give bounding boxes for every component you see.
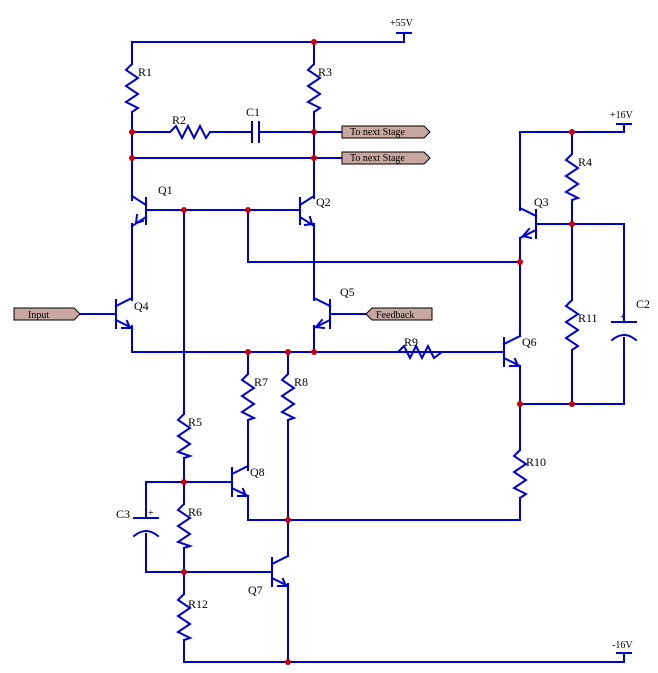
label-q7: Q7 (248, 583, 263, 597)
junctions (129, 39, 575, 665)
label-q3: Q3 (534, 195, 549, 209)
transistor-q4 (114, 296, 134, 330)
transistor-q2 (298, 194, 316, 228)
label-c1: C1 (246, 105, 260, 119)
svg-text:Feedback: Feedback (376, 310, 414, 321)
capacitors (132, 121, 638, 538)
transistor-q7 (270, 554, 290, 588)
port-feedback: Feedback (365, 307, 433, 321)
wires (79, 32, 632, 663)
transistor-q6 (502, 334, 522, 368)
label-q4: Q4 (134, 299, 149, 313)
label-r5: R5 (188, 415, 202, 429)
label-q5: Q5 (340, 285, 355, 299)
resistor-r6 (175, 503, 194, 549)
label-q2: Q2 (316, 195, 331, 209)
label-r8: R8 (294, 375, 308, 389)
transistor-q1 (130, 191, 148, 228)
label-r11: R11 (578, 311, 598, 325)
c2-polarity-mark: + (620, 312, 626, 323)
resistor-r10 (512, 449, 528, 499)
resistors (124, 63, 581, 641)
c3-polarity-mark: + (148, 508, 154, 519)
label-r1: R1 (138, 65, 152, 79)
resistor-r12 (176, 593, 193, 641)
supply-55v-label: +55V (390, 18, 414, 29)
resistor-r4 (564, 153, 581, 201)
label-c3: C3 (116, 507, 130, 521)
capacitor-c3 (132, 517, 160, 538)
label-q6: Q6 (522, 335, 537, 349)
label-r10: R10 (526, 455, 546, 469)
label-r4: R4 (578, 155, 592, 169)
resistor-r1 (124, 63, 140, 113)
resistor-r8 (280, 373, 297, 421)
resistor-r2 (169, 123, 211, 141)
label-r2: R2 (172, 113, 186, 127)
transistors (114, 191, 538, 588)
resistor-r3 (306, 63, 322, 113)
transistor-q5 (312, 296, 332, 330)
label-q8: Q8 (250, 465, 265, 479)
port-to-next-stage-1: To next Stage (341, 125, 431, 139)
resistor-r9 (397, 343, 443, 361)
label-r6: R6 (188, 505, 202, 519)
capacitor-c2 (610, 321, 638, 342)
supply-neg16v-label: -16V (612, 640, 633, 651)
resistor-r7 (240, 373, 257, 421)
label-q1: Q1 (158, 183, 173, 197)
label-r9: R9 (404, 335, 418, 349)
label-r7: R7 (254, 375, 268, 389)
label-r3: R3 (318, 65, 332, 79)
transistor-q3 (518, 206, 538, 240)
resistor-r11 (564, 299, 580, 351)
label-r12: R12 (188, 597, 208, 611)
port-input: Input (13, 307, 81, 321)
label-c2: C2 (636, 297, 650, 311)
svg-text:To next Stage: To next Stage (350, 153, 405, 164)
supply-16v-label: +16V (610, 110, 634, 121)
resistor-r5 (175, 413, 194, 459)
svg-text:Input: Input (28, 310, 49, 321)
capacitor-c1 (251, 121, 260, 143)
transistor-q8 (230, 464, 250, 498)
svg-text:To next Stage: To next Stage (350, 127, 405, 138)
port-to-next-stage-2: To next Stage (341, 151, 431, 165)
